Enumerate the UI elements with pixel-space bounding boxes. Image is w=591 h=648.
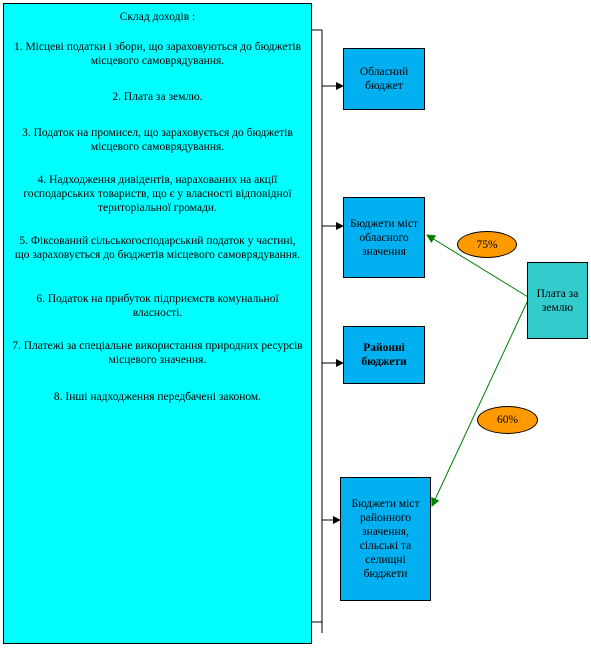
- green-arrow-land-fee-to-district-cities: [431, 299, 529, 507]
- oblast-budget-box: Обласний бюджет: [343, 48, 425, 110]
- revenue-composition-title: Склад доходів :: [119, 11, 196, 23]
- percent-badge-60: 60%: [477, 406, 538, 434]
- revenue-item-3: 3. Податок на промисел, що зараховується…: [22, 127, 293, 153]
- revenue-item-2: 2. Плата за землю.: [112, 91, 203, 103]
- land-fee-box: Плата за землю: [527, 262, 588, 339]
- revenue-item-4: 4. Надходження дивідентів, нарахованих н…: [23, 174, 292, 214]
- district-budget-box: Районні бюджети: [343, 326, 425, 384]
- oblast-cities-budget-box: Бюджети міст обласного значення: [343, 197, 425, 278]
- district-cities-budget-label: Бюджети міст районного значення, сільськ…: [351, 498, 420, 580]
- revenue-item-5: 5. Фіксований сільськогосподарський пода…: [14, 235, 301, 261]
- revenue-item-7: 7. Платежі за спеціальне використання пр…: [12, 340, 303, 366]
- revenue-item-8: 8. Інші надходження передбачені законом.: [53, 391, 262, 403]
- percent-badge-75: 75%: [457, 231, 517, 258]
- percent-badge-60-label: 60%: [496, 414, 519, 426]
- oblast-budget-label: Обласний бюджет: [359, 66, 409, 92]
- land-fee-label: Плата за землю: [536, 287, 579, 314]
- oblast-cities-budget-label: Бюджети міст обласного значення: [349, 217, 419, 258]
- revenue-item-1: 1. Місцеві податки і збори, що зараховую…: [13, 41, 302, 67]
- revenue-item-6: 6. Податок на прибуток підприємств комун…: [36, 293, 279, 319]
- district-cities-budget-box: Бюджети міст районного значення, сільськ…: [340, 477, 431, 601]
- percent-badge-75-label: 75%: [476, 238, 498, 251]
- district-budget-label: Районні бюджети: [361, 342, 407, 368]
- revenue-composition-box: Склад доходів : 1. Місцеві податки і збо…: [3, 3, 312, 644]
